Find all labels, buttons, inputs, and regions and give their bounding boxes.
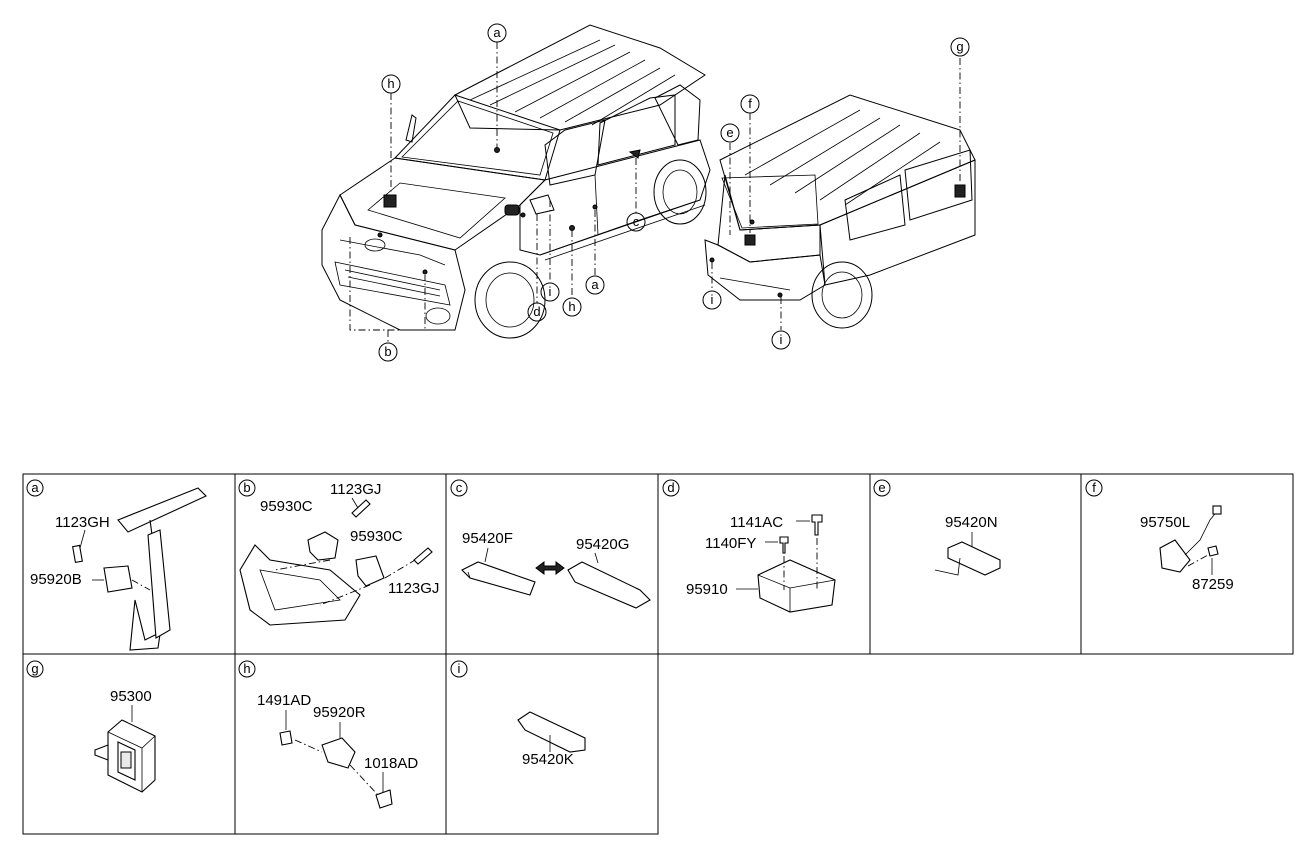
part-label-1141AC: 1141AC	[730, 514, 783, 531]
svg-text:c: c	[633, 214, 640, 229]
callout-a-top: a	[487, 23, 507, 43]
part-label-1123GH: 1123GH	[55, 514, 110, 531]
svg-text:i: i	[549, 284, 552, 299]
callout-f-gate: f	[740, 94, 760, 114]
svg-text:b: b	[384, 344, 391, 359]
svg-text:a: a	[591, 277, 599, 292]
callout-c-door: c	[626, 212, 646, 232]
part-label-95420K: 95420K	[522, 751, 574, 768]
double-arrow-icon	[535, 561, 565, 575]
callout-i-pillar: i	[540, 282, 560, 302]
panel-a-key: a	[31, 480, 39, 495]
svg-text:g: g	[956, 39, 963, 54]
part-label-87259: 87259	[1192, 576, 1234, 593]
panel-d: d 1141AC 1140FY 95910	[662, 479, 836, 613]
panel-h-key: h	[243, 661, 250, 676]
part-label-95300: 95300	[110, 688, 152, 705]
part-label-1123GJ-right: 1123GJ	[388, 580, 439, 597]
panel-b-key: b	[243, 480, 250, 495]
part-label-95930C-left: 95930C	[260, 498, 313, 515]
front-car-illustration	[321, 24, 711, 342]
part-label-95930C-right: 95930C	[350, 528, 403, 545]
svg-text:a: a	[493, 25, 501, 40]
svg-text:f: f	[748, 96, 752, 111]
svg-text:e: e	[726, 125, 733, 140]
panel-i: i 95420K	[450, 660, 586, 768]
panel-c-key: c	[456, 480, 463, 495]
parts-table-grid	[22, 473, 1294, 835]
svg-text:h: h	[387, 76, 394, 91]
part-label-95420F: 95420F	[462, 530, 513, 547]
rear-car-illustration	[704, 58, 976, 330]
panel-h: h 1491AD 95920R 1018AD	[238, 660, 418, 809]
panel-g-key: g	[31, 661, 38, 676]
panel-f-key: f	[1092, 480, 1096, 495]
callout-b-bumper: b	[378, 342, 398, 362]
part-label-95420N: 95420N	[945, 514, 998, 531]
callout-h-sill: h	[562, 297, 582, 317]
svg-text:d: d	[533, 304, 540, 319]
front-callouts: a h c a i h d b	[378, 23, 646, 362]
part-label-95910: 95910	[686, 581, 728, 598]
svg-text:i: i	[711, 292, 714, 307]
svg-text:h: h	[568, 299, 575, 314]
panel-c: c 95420F 95420G	[450, 479, 651, 609]
part-label-95750L: 95750L	[1140, 514, 1190, 531]
part-label-95920R: 95920R	[313, 704, 366, 721]
callout-g-side: g	[950, 37, 970, 57]
part-label-95920B: 95920B	[30, 571, 82, 588]
callout-a-sill: a	[585, 275, 605, 295]
callout-d-pillar: d	[527, 302, 547, 322]
callout-e-gate: e	[720, 123, 740, 143]
panel-d-key: d	[667, 480, 674, 495]
callout-i-left: i	[702, 290, 722, 310]
panel-a: a 1123GH 95920B	[26, 479, 207, 651]
callout-h-hood: h	[381, 74, 401, 94]
panel-e: e 95420N	[873, 479, 1001, 576]
callout-i-right: i	[771, 330, 791, 350]
part-label-1123GJ-top: 1123GJ	[330, 481, 381, 498]
part-label-95420G: 95420G	[576, 536, 629, 553]
part-label-1491AD: 1491AD	[257, 692, 311, 709]
panel-b: b 1123GJ 95930C 95930C 1123GJ	[238, 479, 439, 626]
part-label-1018AD: 1018AD	[364, 755, 418, 772]
rear-callouts: f e g i i	[702, 37, 970, 350]
panel-g: g 95300	[26, 660, 156, 793]
panel-i-key: i	[458, 661, 461, 676]
svg-text:i: i	[780, 332, 783, 347]
panel-e-key: e	[878, 480, 885, 495]
part-label-1140FY: 1140FY	[705, 535, 756, 552]
panel-f: f 95750L 87259	[1085, 479, 1234, 593]
